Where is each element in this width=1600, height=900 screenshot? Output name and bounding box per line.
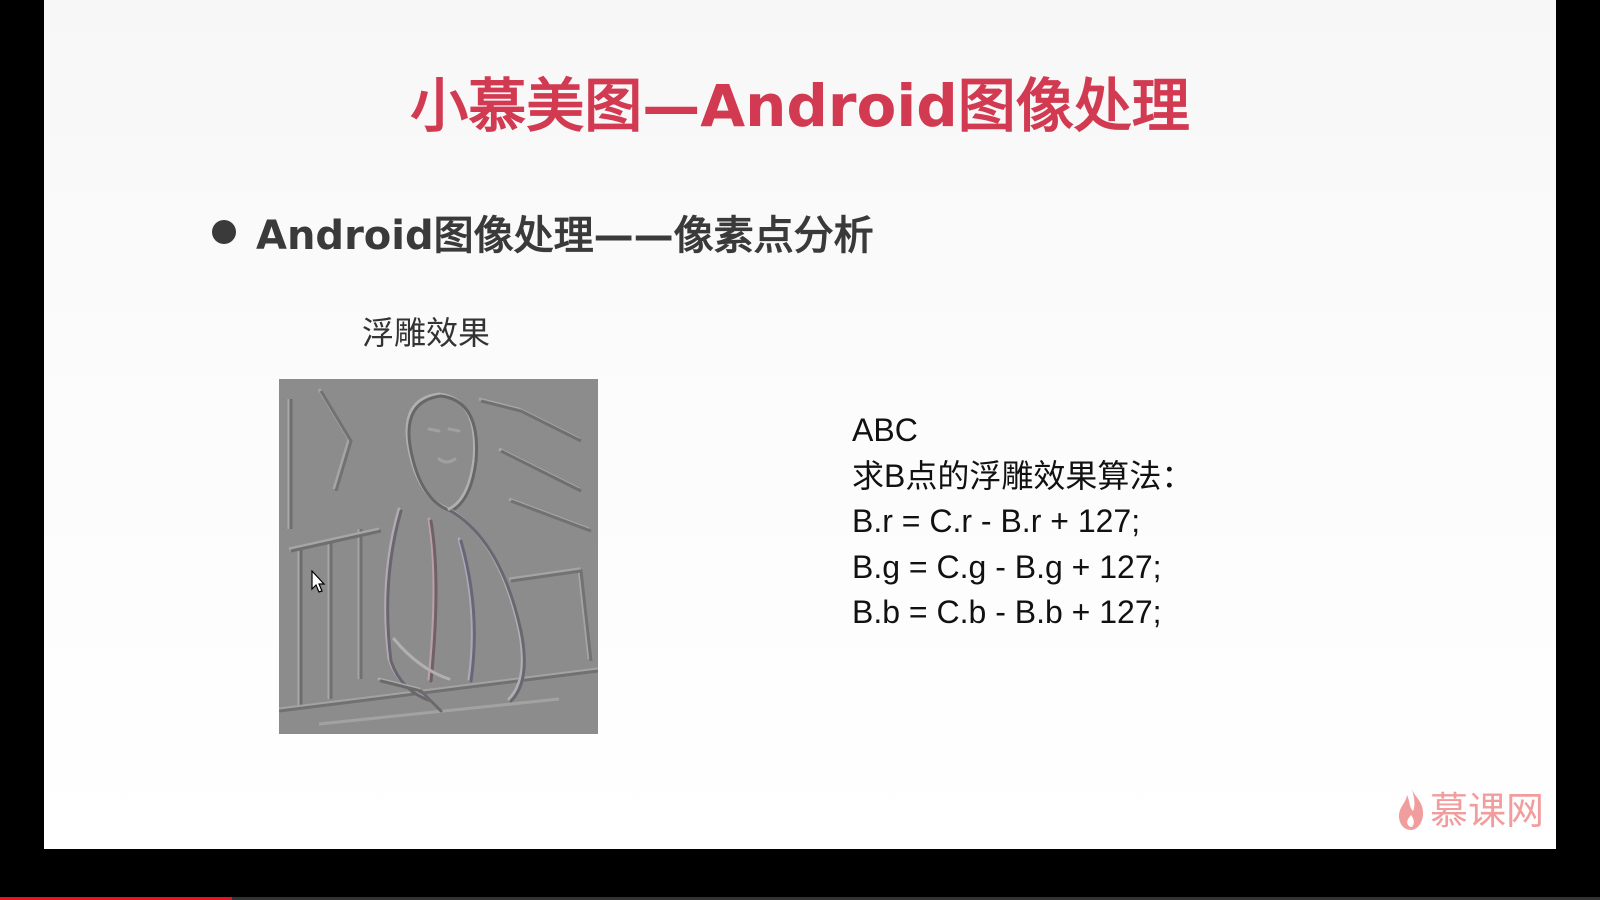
formula-line: B.g = C.g - B.g + 127;	[852, 548, 1162, 585]
image-caption: 浮雕效果	[362, 314, 491, 352]
flame-icon	[1398, 786, 1424, 830]
formula-line: 求B点的浮雕效果算法：	[852, 457, 1194, 494]
watermark-text: 慕课网	[1429, 789, 1544, 833]
lecture-slide: 小慕美图—Android图像处理 Android图像处理——像素点分析 浮雕效果	[44, 0, 1556, 849]
video-progress-bar[interactable]	[0, 897, 1600, 900]
bullet-text: Android图像处理——像素点分析	[256, 213, 874, 259]
formula-line: B.b = C.b - B.b + 127;	[852, 594, 1162, 630]
bullet-dot-icon	[212, 220, 236, 244]
video-progress-fill	[0, 897, 232, 900]
formula-line: B.r = C.r - B.r + 127;	[852, 503, 1141, 539]
formula-line: ABC	[852, 412, 918, 448]
mouse-pointer-icon	[311, 570, 326, 593]
emboss-effect-image	[279, 379, 598, 734]
watermark: 慕课网	[1396, 780, 1544, 835]
bullet-item: Android图像处理——像素点分析	[212, 204, 874, 260]
slide-title: 小慕美图—Android图像处理	[410, 72, 1190, 140]
formula-block: ABC 求B点的浮雕效果算法： B.r = C.r - B.r + 127; B…	[852, 408, 1193, 636]
